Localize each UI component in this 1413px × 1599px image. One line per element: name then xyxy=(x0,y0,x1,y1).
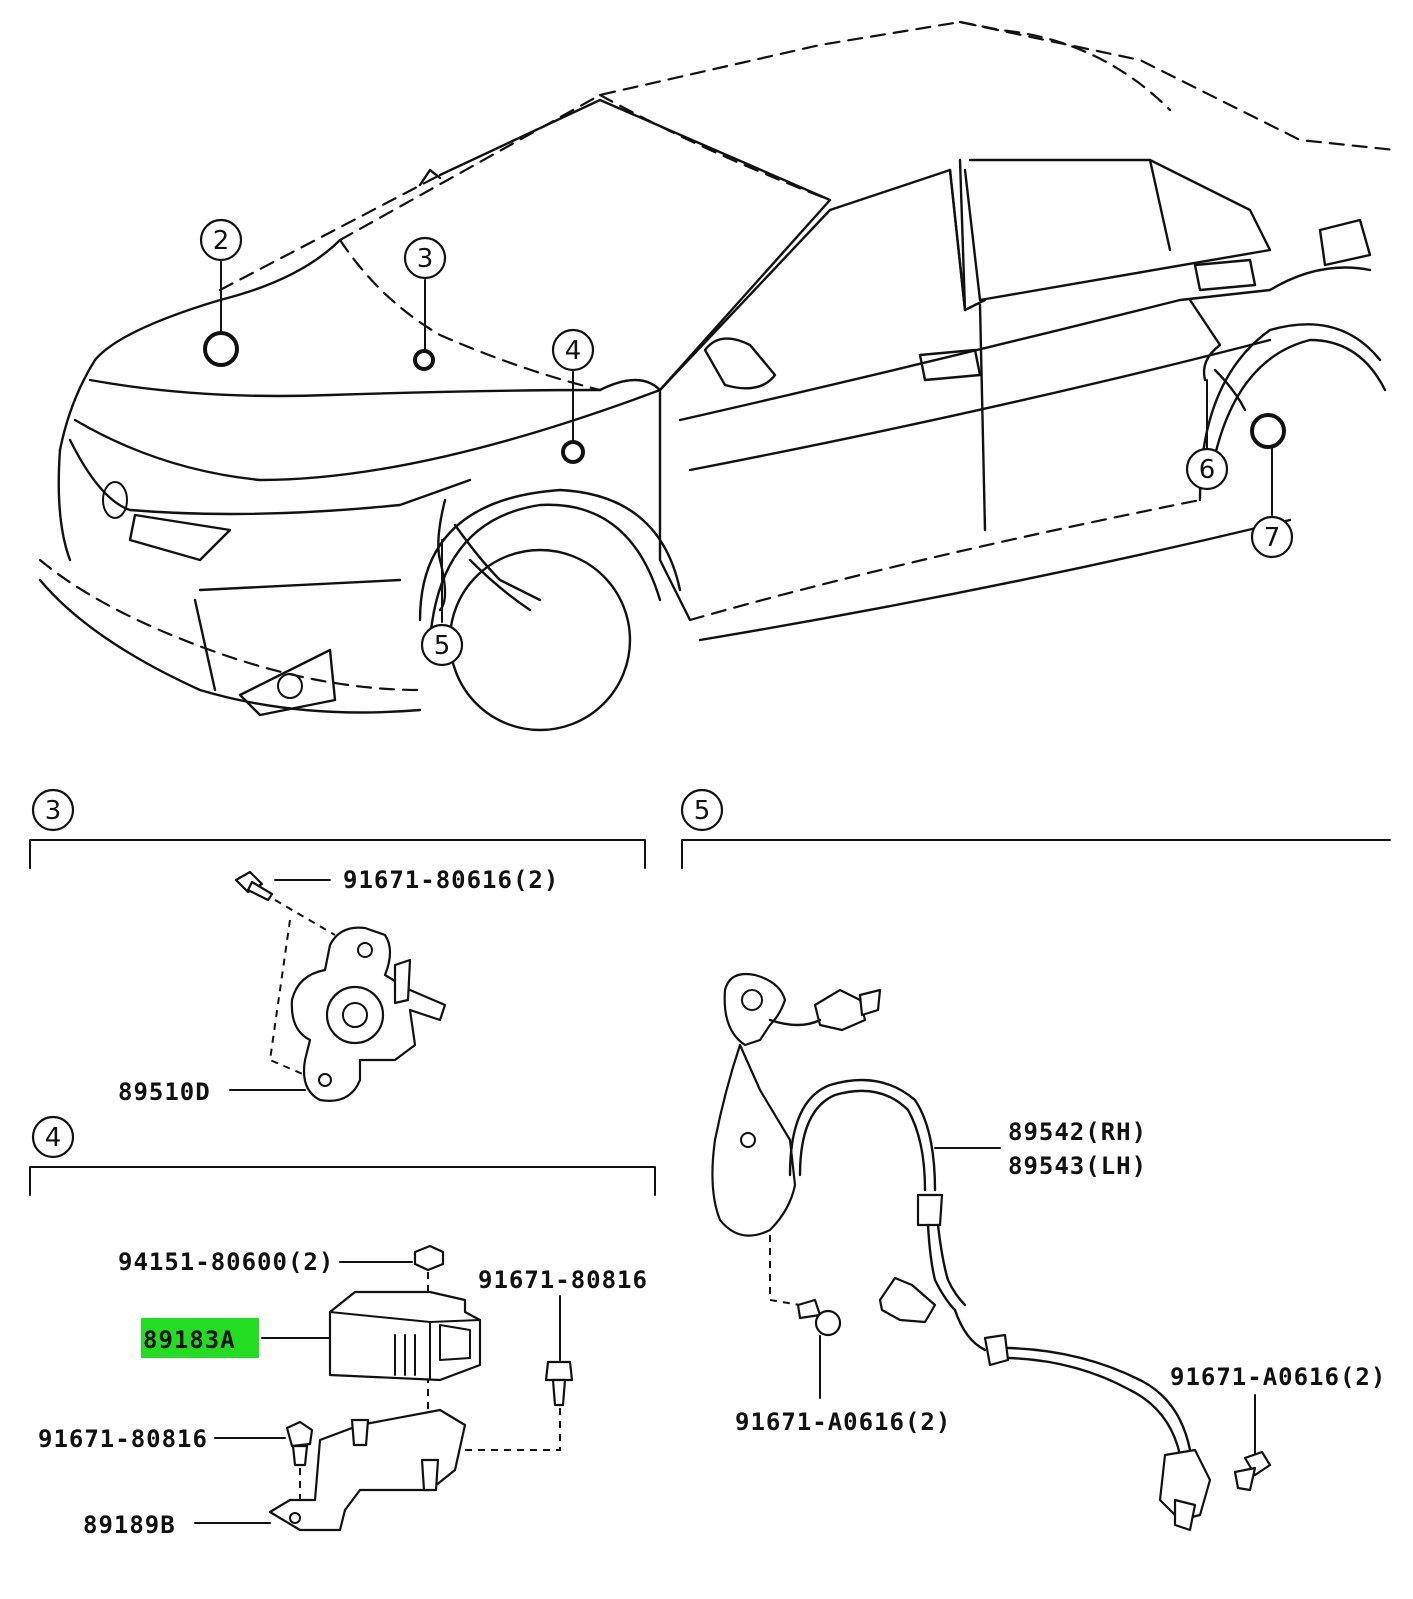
section-5-bracket xyxy=(681,839,1391,869)
speed-sensor-harness xyxy=(711,972,1212,1532)
bolt-91671-80616 xyxy=(234,870,274,902)
svg-text:3: 3 xyxy=(417,244,434,274)
car-overview: 2 3 4 5 6 7 xyxy=(38,20,1397,732)
sensor-bracket xyxy=(268,1408,467,1532)
section-5: 5 xyxy=(680,788,1391,1532)
section-3: 3 91671-80616(2) 89510D xyxy=(29,788,646,1106)
label-94151-80600: 94151-80600(2) xyxy=(118,1248,334,1276)
label-89510D: 89510D xyxy=(118,1078,211,1106)
label-89543: 89543(LH) xyxy=(1008,1152,1147,1180)
callout-6: 6 xyxy=(1185,447,1229,491)
svg-text:2: 2 xyxy=(213,226,230,256)
svg-text:4: 4 xyxy=(565,336,582,366)
height-control-sensor xyxy=(290,926,447,1102)
nut-94151-80600 xyxy=(413,1244,445,1272)
label-89542: 89542(RH) xyxy=(1008,1118,1147,1146)
svg-text:6: 6 xyxy=(1199,455,1216,485)
svg-text:7: 7 xyxy=(1264,523,1281,553)
callout-7: 7 xyxy=(1250,515,1294,559)
section-4-badge xyxy=(31,1115,75,1159)
section-4: 4 94151-80600(2) 89183A 91671-80816 916 xyxy=(29,1115,656,1539)
label-91671-A0616-lower: 91671-A0616(2) xyxy=(735,1408,951,1436)
section-4-number: 4 xyxy=(45,1123,62,1153)
callout-5: 5 xyxy=(420,623,464,667)
label-89183A: 89183A xyxy=(143,1326,236,1354)
section-5-number: 5 xyxy=(694,796,711,826)
section-3-number: 3 xyxy=(45,796,62,826)
callout-4: 4 xyxy=(551,328,595,372)
label-89189B: 89189B xyxy=(83,1511,176,1539)
section-3-bracket xyxy=(29,839,646,869)
label-91671-A0616-right: 91671-A0616(2) xyxy=(1170,1363,1386,1391)
bolt-91671-80816-left xyxy=(285,1420,314,1467)
bolt-91671-A0616-right xyxy=(1233,1450,1272,1492)
label-91671-80616: 91671-80616(2) xyxy=(343,866,559,894)
section-3-badge xyxy=(31,788,75,832)
label-91671-80816-right: 91671-80816 xyxy=(478,1266,648,1294)
bolt-91671-A0616-lower xyxy=(796,1298,842,1337)
label-91671-80816-left: 91671-80816 xyxy=(38,1425,208,1453)
section-4-bracket xyxy=(29,1166,656,1196)
svg-text:5: 5 xyxy=(434,631,451,661)
bolt-91671-80816-right xyxy=(544,1360,574,1407)
callout-2: 2 xyxy=(199,218,243,262)
highlight-89183A xyxy=(141,1318,259,1358)
yaw-rate-sensor xyxy=(328,1290,482,1382)
section-5-badge xyxy=(680,788,724,832)
callout-3: 3 xyxy=(403,236,447,280)
